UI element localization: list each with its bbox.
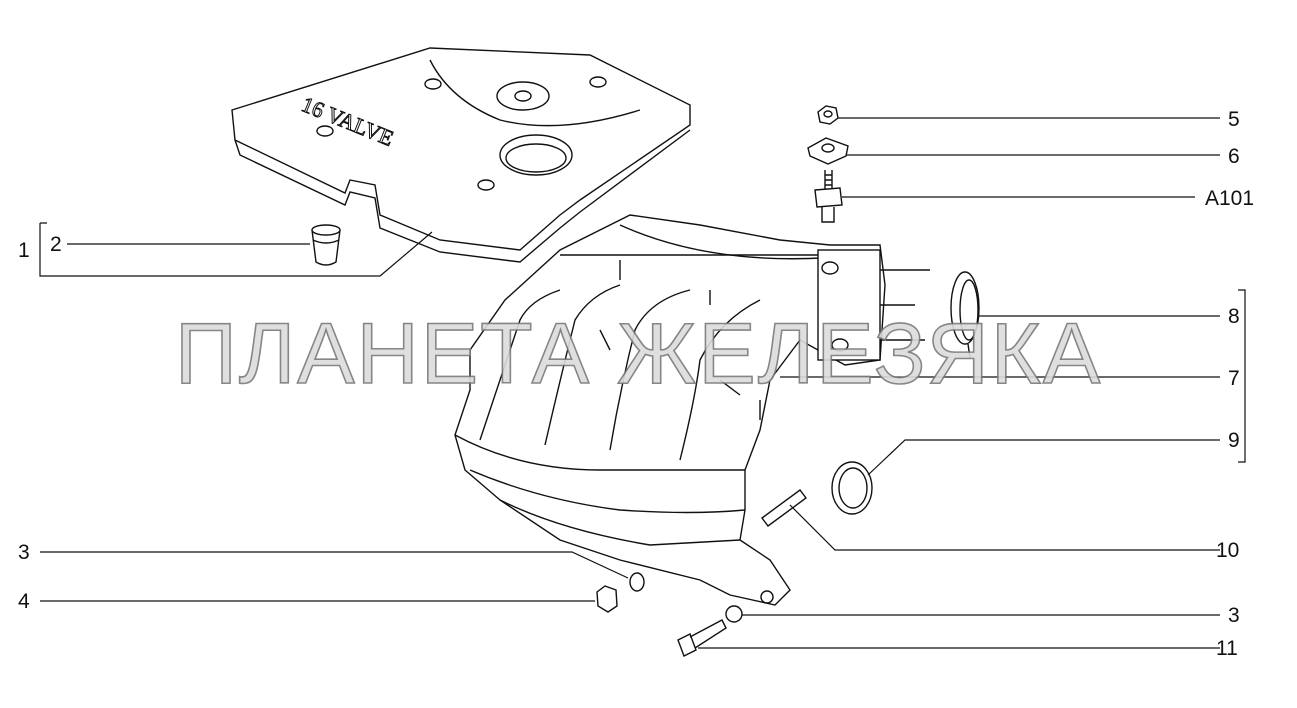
callout-5: 5	[1228, 108, 1240, 131]
callout-3-right: 3	[1228, 604, 1240, 627]
callout-10: 10	[1216, 539, 1240, 562]
gasket-9	[831, 461, 873, 515]
callout-7: 7	[1228, 367, 1240, 390]
callout-1: 1	[18, 239, 30, 262]
gasket-8	[950, 271, 980, 359]
watermark: ПЛАНЕТА ЖЕЛЕЗЯКА	[174, 305, 1103, 403]
stud-a101	[814, 170, 843, 223]
washer-3-left	[629, 572, 645, 592]
bolt-11	[677, 619, 727, 657]
callout-8: 8	[1228, 305, 1240, 328]
callout-4: 4	[18, 590, 30, 613]
callout-11: 11	[1216, 637, 1238, 660]
stud-10	[761, 489, 807, 527]
nut-5	[817, 105, 839, 125]
callout-9: 9	[1228, 429, 1240, 452]
callout-a101: A101	[1205, 187, 1255, 210]
callout-2: 2	[50, 233, 62, 256]
rubber-bushing	[311, 224, 341, 266]
washer-6	[807, 137, 849, 165]
nut-4	[596, 585, 618, 613]
engine-cover: 16 VALVE	[231, 47, 691, 263]
leader-lines	[39, 117, 1246, 649]
washer-3-right	[725, 605, 743, 623]
callout-6: 6	[1228, 145, 1240, 168]
intake-manifold	[454, 214, 930, 606]
callout-3-left: 3	[18, 541, 30, 564]
